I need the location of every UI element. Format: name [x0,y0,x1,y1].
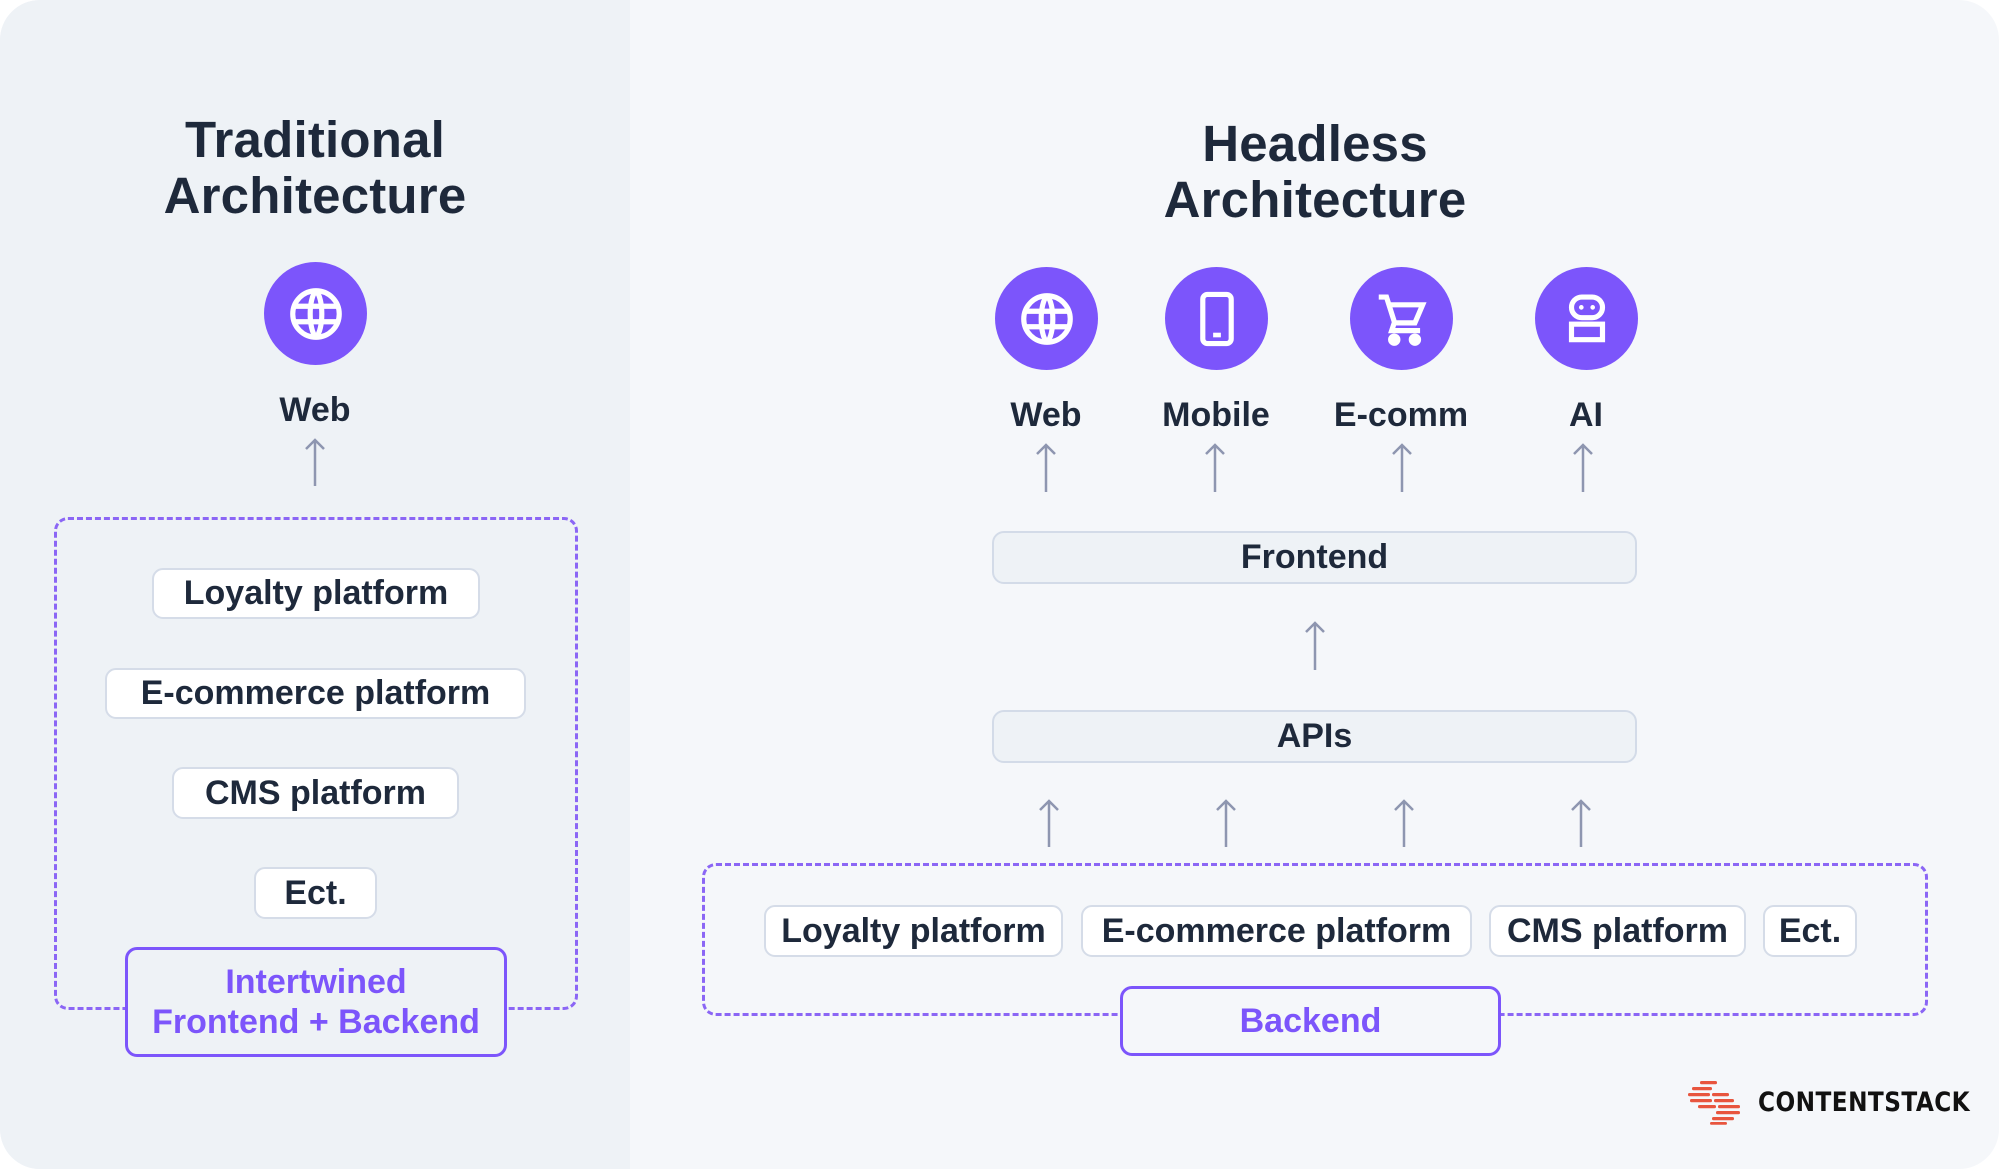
traditional-platform-pill: CMS platform [172,767,459,819]
traditional-title-line1: Traditional [184,111,446,168]
headless-platform-pill: Loyalty platform [764,905,1063,957]
contentstack-logo-mark-icon [1688,1081,1740,1125]
frontend-layer: Frontend [992,531,1637,584]
arrow-up-icon [1303,620,1327,671]
arrow-up-icon [303,437,327,487]
robot-icon [1535,267,1638,370]
globe-icon [264,262,367,365]
arrow-up-icon [1214,798,1238,848]
intertwined-frontend-backend-box: Intertwined Frontend + Backend [125,947,507,1057]
traditional-panel: Traditional Architecture Web Loyalty pla… [0,0,630,1169]
contentstack-logo-text: CONTENTSTACK [1758,1086,1971,1118]
arrow-up-icon [1034,442,1058,493]
apis-layer: APIs [992,710,1637,763]
arrow-up-icon [1390,442,1414,493]
headless-channel-label: Web [1010,396,1082,434]
arrow-up-icon [1571,442,1595,493]
headless-title-line1: Headless [1202,115,1428,172]
core-box-line2: Frontend + Backend [152,1003,480,1041]
headless-channel-label: AI [1569,396,1603,434]
arrow-up-icon [1569,798,1593,848]
headless-channel-label: E-comm [1333,396,1469,434]
traditional-platform-pill: E-commerce platform [105,668,526,719]
traditional-platform-pill: Loyalty platform [152,568,480,619]
backend-box: Backend [1120,986,1501,1056]
headless-title-line2: Architecture [1163,171,1467,228]
globe-icon [995,267,1098,370]
headless-channel-label: Mobile [1162,396,1270,434]
arrow-up-icon [1392,798,1416,848]
arrow-up-icon [1037,798,1061,848]
arrow-up-icon [1203,442,1227,493]
headless-title: Headless Architecture [1015,116,1615,228]
headless-platform-pill: E-commerce platform [1081,905,1472,957]
mobile-phone-icon [1165,267,1268,370]
shopping-cart-icon [1350,267,1453,370]
traditional-platform-pill: Ect. [254,867,377,919]
traditional-title: Traditional Architecture [0,112,630,224]
traditional-channel-label: Web [279,391,351,429]
contentstack-logo: CONTENTSTACK [1686,1078,1999,1126]
headless-platform-pill: CMS platform [1489,905,1746,957]
core-box-line1: Intertwined [225,963,407,1001]
traditional-title-line2: Architecture [163,167,467,224]
headless-platform-pill: Ect. [1763,905,1857,957]
backend-label: Backend [1239,1002,1382,1040]
